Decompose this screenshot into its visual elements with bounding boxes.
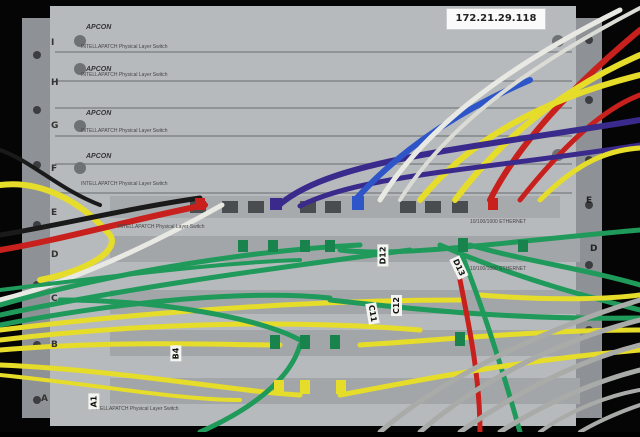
- module-model-4: INTELLAPATCH Physical Layer Switch: [81, 181, 168, 187]
- module-model-2: INTELLAPATCH Physical Layer Switch: [81, 72, 168, 78]
- row-label-d-right: D: [590, 244, 598, 254]
- left-rack-rail: [22, 18, 50, 418]
- ethernet-label-1: 10/100/1000 ETHERNET: [470, 219, 527, 225]
- ethernet-label-2: 10/100/1000 ETHERNET: [470, 266, 527, 272]
- apcon-logo-2: APCON: [86, 66, 112, 73]
- module-model-3: INTELLAPATCH Physical Layer Switch: [81, 128, 168, 134]
- row-label-f: F: [51, 164, 58, 174]
- cable-tag-c12: C12: [391, 294, 403, 317]
- cable-tag-d12: D12: [377, 244, 389, 267]
- row-label-e-right: E: [586, 196, 593, 206]
- cable-tag-a1: A1: [88, 393, 100, 410]
- ip-address-label: 172.21.29.118: [446, 8, 546, 30]
- row-label-b: B: [51, 340, 58, 350]
- module-model-1: INTELLAPATCH Physical Layer Switch: [81, 44, 168, 50]
- apcon-logo-3: APCON: [86, 110, 112, 117]
- row-label-g: G: [51, 121, 59, 131]
- apcon-logo-4: APCON: [86, 153, 112, 160]
- apcon-logo-1: APCON: [86, 24, 112, 31]
- module-model-5: INTELLAPATCH Physical Layer Switch: [118, 224, 205, 230]
- row-label-i: I: [51, 38, 55, 48]
- row-label-d: D: [51, 250, 59, 260]
- row-label-a: A: [41, 394, 48, 404]
- cable-tag-b4: B4: [170, 345, 182, 362]
- row-label-c: C: [51, 294, 58, 304]
- row-label-h: H: [51, 78, 59, 88]
- row-label-e: E: [51, 208, 58, 218]
- module-model-6: INTELLAPATCH Physical Layer Switch: [92, 406, 179, 412]
